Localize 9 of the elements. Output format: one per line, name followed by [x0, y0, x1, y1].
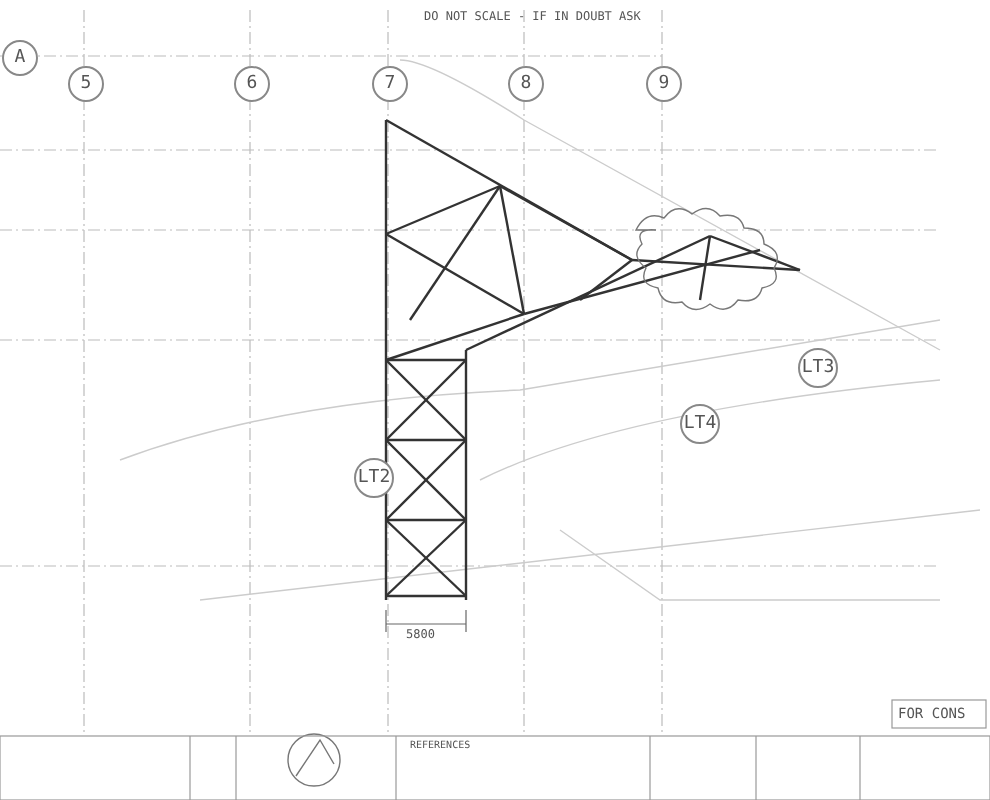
- grid-bubble: 7: [372, 66, 408, 102]
- grid-bubble: 6: [234, 66, 270, 102]
- grid-bubble: 5: [68, 66, 104, 102]
- grid-bubble: 8: [508, 66, 544, 102]
- zone-bubble: LT2: [354, 458, 394, 498]
- zone-bubble: LT4: [680, 404, 720, 444]
- zone-bubble: LT3: [798, 348, 838, 388]
- grid-bubble: 9: [646, 66, 682, 102]
- grid-bubble: A: [2, 40, 38, 76]
